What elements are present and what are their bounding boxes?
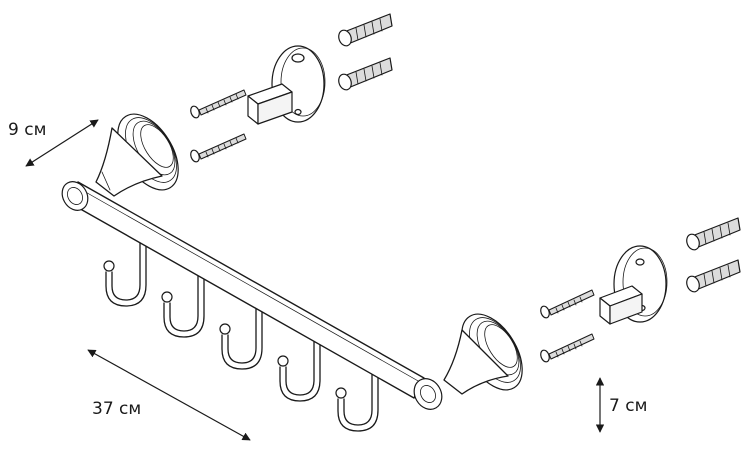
dowel-2 (338, 57, 393, 91)
left-bracket (61, 113, 179, 211)
dowel-3 (686, 217, 741, 251)
rail-bar (67, 181, 425, 399)
length-dimension-label: 37 см (92, 399, 142, 419)
height-dimension-label: 7 см (609, 396, 648, 416)
wall-mount-bottom (599, 245, 668, 325)
hook-4 (285, 335, 315, 396)
screw-4 (540, 333, 595, 363)
wall-mount-top (247, 45, 326, 125)
screw-3 (540, 289, 595, 319)
hook-2 (169, 271, 199, 332)
hook-3 (227, 303, 257, 364)
right-bracket (413, 313, 523, 410)
dowel-1 (338, 13, 393, 47)
hooks (103, 239, 379, 432)
dowels (338, 13, 741, 293)
screw-1 (190, 89, 247, 119)
depth-dimension-arrow (25, 119, 99, 167)
hook-5 (343, 367, 373, 426)
screws (190, 89, 595, 363)
length-dimension-arrow (87, 349, 251, 441)
dowel-4 (686, 259, 741, 293)
hook-1 (111, 239, 141, 301)
screw-2 (190, 133, 247, 163)
depth-dimension-label: 9 см (8, 120, 47, 140)
